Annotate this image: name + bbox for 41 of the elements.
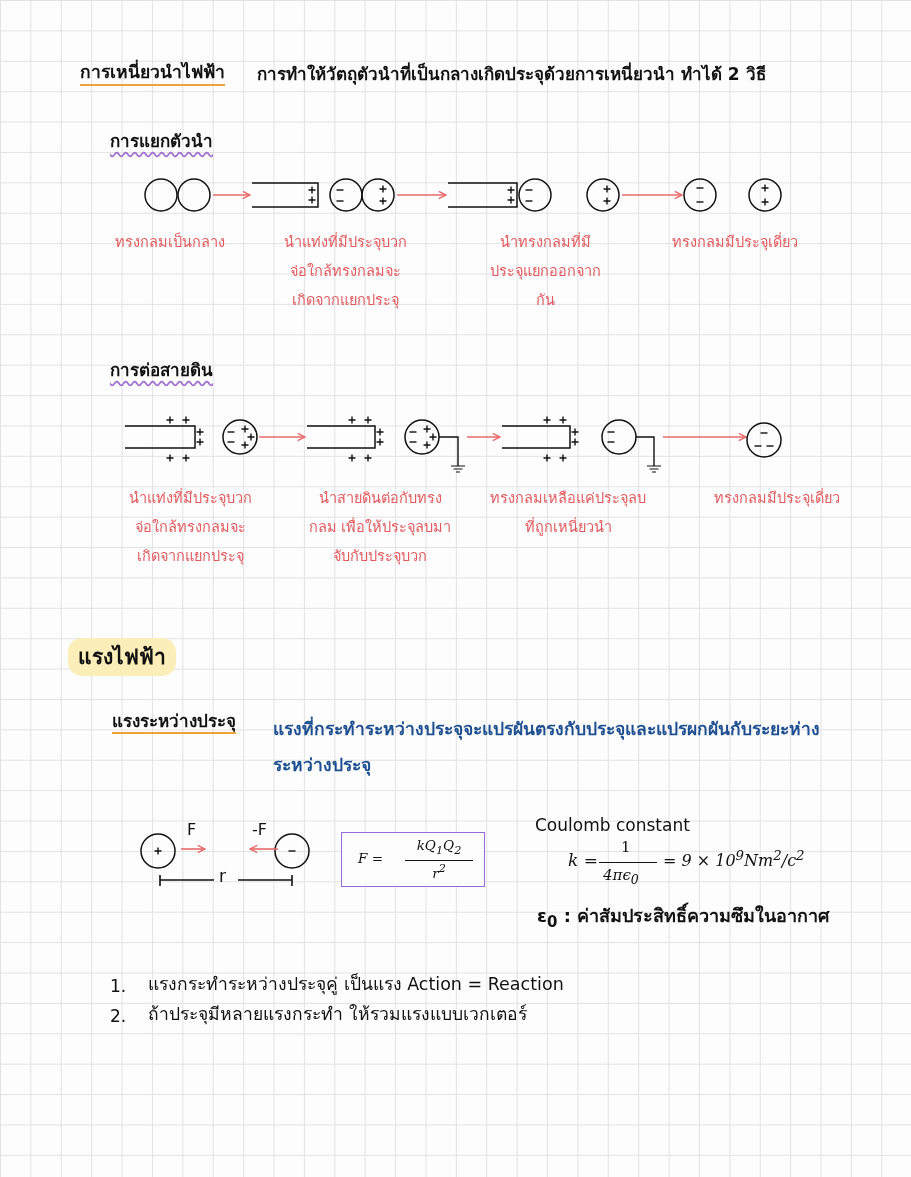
node-label: นำแท่งที่มีประจุบวกจ่อใกล้ทรงกลมจะเกิดจากแยกประจุ [282,231,408,311]
arrow [621,190,683,200]
node-label: ทรงกลมเป็นกลาง [114,231,226,252]
node-label: ทรงกลมเหลือแค่ประจุลบที่ถูกเหนี่ยวนำ [489,489,647,538]
charge-drawing [250,177,397,213]
subheading: การแยกตัวนำ [110,131,213,153]
intro-text: การทำให้วัตถุตัวนำที่เป็นกลางเกิดประจุด้วยการเหนี่ยวนำ ทำได้ 2 วิธี [257,64,766,86]
formula-text: k = [568,850,598,872]
arrow [258,432,306,442]
term-heading: แรงระหว่างประจุ [112,711,236,735]
list-item-text: แรงกระทำระหว่างประจุคู่ เป็นแรง Action = Reaction [148,974,564,996]
node-label: นำสายดินต่อกับทรงกลม เพื่อให้ประจุลบมาจับกับประจุบวก [307,489,453,567]
arrow [466,432,501,442]
arrow [396,190,447,200]
force-label: F [187,820,197,840]
list-number: 1. [110,976,127,998]
formula-caption: Coulomb constant [535,815,690,837]
charge-drawing [143,177,213,213]
distance-label: r [219,866,226,888]
formula-text: r$^{2}$ [431,862,447,882]
formula-text: kQ$_{1}$Q$_{2}$ [415,837,463,858]
force-label: -F [252,820,267,840]
node-label: นำทรงกลมที่มีประจุแยกออกจากกัน [488,231,602,310]
list-item-text: ถ้าประจุมีหลายแรงกระทำ ให้รวมแรงแบบเวกเตอร์ [148,1004,527,1026]
formula-text: 4πϵ$_{0}$ [603,866,639,888]
node-label: ทรงกลมมีประจุเดี่ยว [713,487,841,509]
charge-drawing [746,422,783,459]
formula-text: F = [358,850,383,867]
list-number: 2. [110,1006,127,1028]
charge-drawing [682,177,784,213]
section-heading: แรงไฟฟ้า [68,638,176,677]
subheading: การต่อสายดิน [110,360,213,382]
node-label: นำแท่งที่มีประจุบวกจ่อใกล้ทรงกลมจะเกิดจากแยกประจุ [127,487,253,567]
definition-text: แรงที่กระทำระหว่างประจุจะแปรผันตรงกับประจุและแปรผกผันกับระยะห่างระหว่างประจุ [273,711,873,783]
arrow [212,190,251,200]
formula-text: = 9 × 10$^{9}$Nm$^{2}$/c$^{2}$ [663,848,805,872]
charge-drawing [446,177,622,213]
formula-box [341,832,485,887]
arrow [662,432,747,442]
node-label: ทรงกลมมีประจุเดี่ยว [671,231,799,253]
formula-text: 1 [621,838,631,857]
